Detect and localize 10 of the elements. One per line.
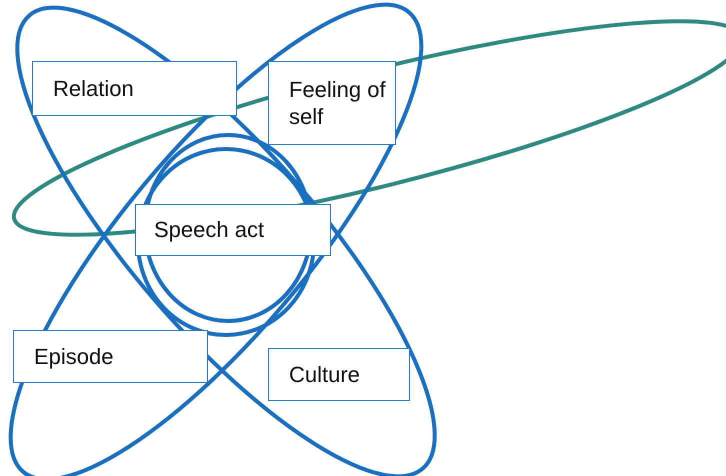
- box-label: Relation: [53, 74, 134, 102]
- label-box: [268, 61, 396, 145]
- label-box: [32, 61, 237, 116]
- box-label: Speech act: [154, 216, 264, 244]
- box-label: Culture: [289, 360, 360, 388]
- label-box: [13, 330, 208, 383]
- label-box: [135, 204, 331, 256]
- box-label: Episode: [34, 342, 114, 370]
- label-box: [268, 348, 410, 401]
- box-label: Feeling of self: [289, 76, 387, 130]
